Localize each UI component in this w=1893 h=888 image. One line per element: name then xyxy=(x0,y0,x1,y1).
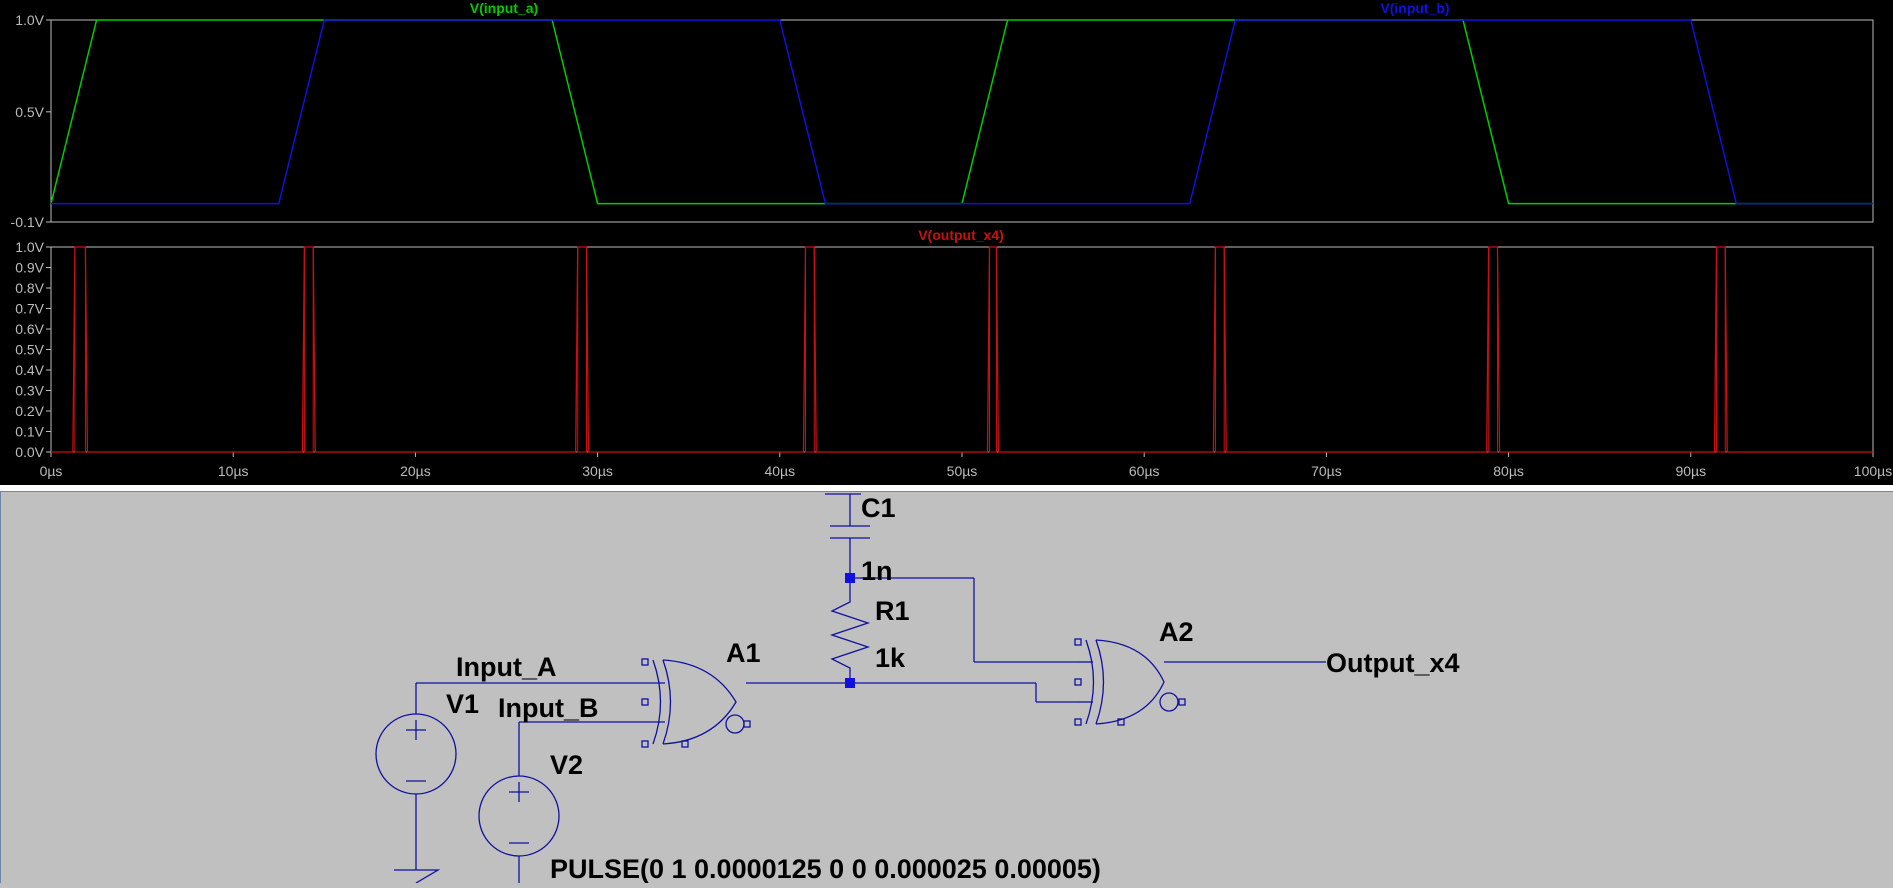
net-label-input-b[interactable]: Input_B xyxy=(498,693,599,723)
trace-output-x4[interactable] xyxy=(51,246,1873,453)
wire-a1-to-a2 xyxy=(746,682,1078,703)
x-tick-label: 100µs xyxy=(1854,463,1892,479)
output-pulse xyxy=(1214,246,1225,453)
top-pane-frame xyxy=(50,19,1874,223)
schematic-editor[interactable]: C1 1n R1 1k A2 A1 V1 V2 Input_A Input_B … xyxy=(0,492,1893,884)
x-tick-label: 0µs xyxy=(40,463,63,479)
x-tick-label: 80µs xyxy=(1493,463,1524,479)
output-pulse xyxy=(804,246,815,453)
bottom-y-tick-label: 0.5V xyxy=(15,342,44,358)
trace-label-input-a[interactable]: V(input_a) xyxy=(470,0,538,16)
pane-splitter[interactable] xyxy=(0,485,1893,491)
output-pulse xyxy=(303,246,314,453)
trace-label-output-x4[interactable]: V(output_x4) xyxy=(918,227,1004,243)
net-label-output-x4[interactable]: Output_x4 xyxy=(1326,648,1460,678)
waveform-viewer[interactable]: 1.0V 0.5V -0.1V 1.0V 0.9V 0.8V 0.7V 0.6V 0.5V 0.… xyxy=(0,0,1893,485)
bottom-y-tick-label: 0.6V xyxy=(15,321,44,337)
bottom-pane-frame xyxy=(50,246,1874,453)
bottom-pane-traces xyxy=(51,246,1873,453)
capacitor-c1[interactable] xyxy=(825,493,870,578)
x-tick-label: 90µs xyxy=(1675,463,1706,479)
bottom-y-tick-label: 1.0V xyxy=(15,239,44,255)
bottom-y-tick-label: 0.1V xyxy=(15,424,44,440)
wire-c1-to-a2 xyxy=(850,577,1078,663)
x-tick-label: 10µs xyxy=(218,463,249,479)
top-pane-traces xyxy=(50,19,1873,205)
output-pulse xyxy=(74,246,86,453)
voltage-source-v1[interactable] xyxy=(375,713,457,795)
bottom-y-tick-label: 0.2V xyxy=(15,403,44,419)
v2-name-label[interactable]: V2 xyxy=(550,750,583,780)
top-y-tick-label: 1.0V xyxy=(15,12,44,28)
bottom-y-tick-label: 0.8V xyxy=(15,280,44,296)
trace-input-a[interactable] xyxy=(50,19,1873,205)
trace-input-b[interactable] xyxy=(51,19,1873,205)
output-pulse xyxy=(989,246,997,453)
top-pane-y-axis: 1.0V 0.5V -0.1V xyxy=(11,12,51,230)
junction-dot-bottom xyxy=(845,678,855,688)
output-pulse xyxy=(1488,246,1498,453)
bottom-y-tick-label: 0.3V xyxy=(15,383,44,399)
junction-dot-top xyxy=(845,573,855,583)
r1-value-label[interactable]: 1k xyxy=(875,643,906,673)
a1-name-label[interactable]: A1 xyxy=(726,638,761,668)
schematic-canvas[interactable]: C1 1n R1 1k A2 A1 V1 V2 Input_A Input_B … xyxy=(1,492,1893,884)
schematic-top-border xyxy=(0,491,1893,492)
output-pulse xyxy=(577,246,587,453)
output-pulse xyxy=(1715,246,1726,453)
c1-value-label[interactable]: 1n xyxy=(861,556,893,586)
wire-input-a xyxy=(394,682,645,884)
x-tick-label: 30µs xyxy=(582,463,613,479)
net-label-input-a[interactable]: Input_A xyxy=(456,652,557,682)
r1-name-label[interactable]: R1 xyxy=(875,596,910,626)
wire-input-b xyxy=(518,721,645,883)
x-tick-label: 40µs xyxy=(764,463,795,479)
v1-name-label[interactable]: V1 xyxy=(446,689,479,719)
bottom-y-tick-label: 0.7V xyxy=(15,301,44,317)
xnor-gate-a2[interactable] xyxy=(1074,638,1186,726)
trace-label-input-b[interactable]: V(input_b) xyxy=(1380,0,1449,16)
c1-name-label[interactable]: C1 xyxy=(861,493,896,523)
x-tick-label: 70µs xyxy=(1311,463,1342,479)
bottom-y-tick-label: 0.4V xyxy=(15,362,44,378)
bottom-y-tick-label: 0.0V xyxy=(15,444,44,460)
x-tick-label: 50µs xyxy=(947,463,978,479)
resistor-r1[interactable] xyxy=(829,578,871,683)
bottom-pane-y-axis: 1.0V 0.9V 0.8V 0.7V 0.6V 0.5V 0.4V 0.3V 0.2V 0.1V… xyxy=(15,239,51,460)
v2-pulse-directive[interactable]: PULSE(0 1 0.0000125 0 0 0.000025 0.00005… xyxy=(550,854,1101,884)
top-y-tick-label: -0.1V xyxy=(11,214,45,230)
xnor-gate-a1[interactable] xyxy=(641,658,751,748)
x-axis: 0µs 10µs 20µs 30µs 40µs 50µs 60µs 70µs 80µs 90µs 1… xyxy=(40,452,1892,479)
waveform-plot[interactable]: 1.0V 0.5V -0.1V 1.0V 0.9V 0.8V 0.7V 0.6V 0.5V 0.… xyxy=(0,0,1893,485)
x-tick-label: 60µs xyxy=(1129,463,1160,479)
top-y-tick-label: 0.5V xyxy=(15,104,44,120)
bottom-y-tick-label: 0.9V xyxy=(15,260,44,276)
a2-name-label[interactable]: A2 xyxy=(1159,617,1194,647)
x-tick-label: 20µs xyxy=(400,463,431,479)
voltage-source-v2[interactable] xyxy=(478,775,560,857)
